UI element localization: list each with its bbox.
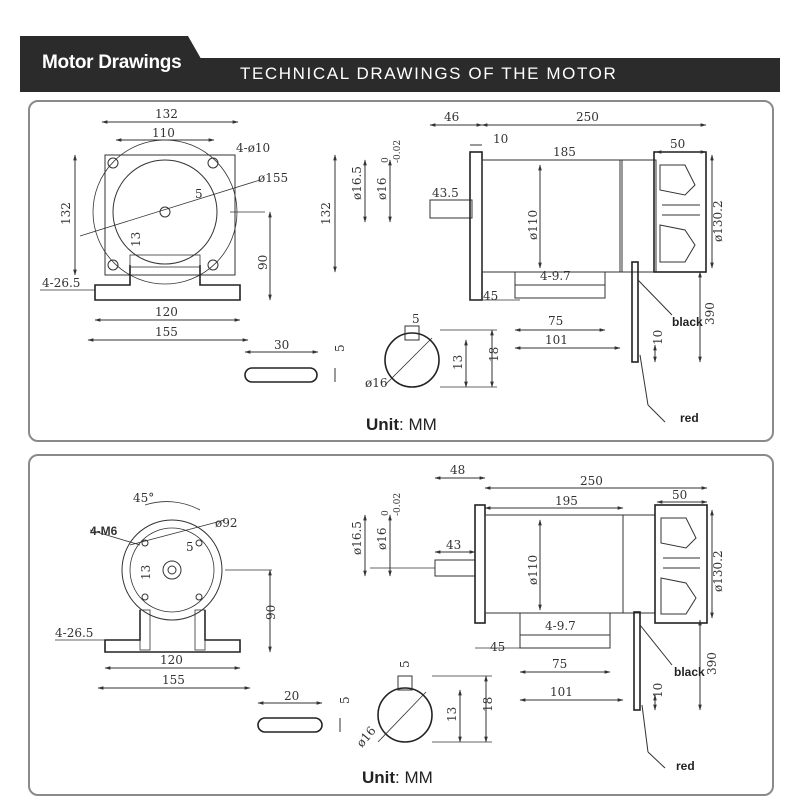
dim-label: 5: [338, 696, 352, 704]
dim-label: ø16: [354, 724, 379, 750]
drawing-1-shaft-section: 5 13 18 ø16: [365, 312, 501, 390]
dim-label: 5: [398, 660, 412, 668]
dim-label: 101: [545, 333, 568, 347]
dim-label: 50: [672, 488, 687, 502]
unit-label-2: Unit: MM: [362, 768, 433, 787]
dim-label: ø110: [526, 555, 540, 585]
dim-label: 5: [412, 312, 420, 326]
dim-label: 5: [195, 187, 203, 201]
dim-label: 4-ø10: [236, 141, 270, 155]
dim-label: 45: [490, 640, 505, 654]
drawing-1-front-view: 132 110 4-ø10 ø155 5 13 132 90 4-26.5 12…: [40, 107, 288, 342]
dim-label: 48: [450, 463, 465, 477]
dim-label: 195: [555, 494, 578, 508]
dim-label: 13: [139, 565, 153, 580]
dim-label: 155: [162, 673, 185, 687]
page-title: Motor Drawings: [42, 52, 182, 73]
drawing-2-side-view: 48 250 195 50 ø16.5 ø16 0 -0.02 43 ø110 …: [350, 463, 725, 773]
dim-label: 13: [129, 232, 143, 247]
dim-label: -0.02: [393, 140, 403, 163]
dim-label: 46: [444, 110, 459, 124]
drawing-2-shaft-section: 5 13 18 ø16: [354, 660, 495, 750]
wire-red-label: red: [680, 411, 699, 425]
dim-label: 132: [155, 107, 178, 121]
dim-label: ø16: [375, 528, 389, 551]
drawing-1-key: 30 5: [244, 338, 347, 383]
dim-label: 110: [152, 126, 175, 140]
dim-label: 132: [59, 202, 73, 225]
page-subtitle: TECHNICAL DRAWINGS OF THE MOTOR: [240, 64, 618, 83]
dim-label: 4-26.5: [42, 276, 80, 290]
dim-label: 0: [381, 510, 391, 516]
dim-label: ø16: [365, 376, 388, 390]
dim-label: 120: [160, 653, 183, 667]
dim-label: 5: [333, 344, 347, 352]
dim-label: ø155: [258, 171, 288, 185]
dim-label: 10: [493, 132, 508, 146]
dim-label: ø16.5: [350, 521, 364, 555]
dim-label: 75: [548, 314, 563, 328]
dim-label: 4-26.5: [55, 626, 93, 640]
dim-label: 45: [483, 289, 498, 303]
dim-label: ø16: [375, 178, 389, 201]
dim-label: 30: [274, 338, 289, 352]
dim-label: ø16.5: [350, 166, 364, 200]
unit-value-text: : MM: [395, 768, 433, 787]
dim-label: 0: [381, 157, 391, 163]
dim-label: 250: [576, 110, 599, 124]
dim-label: 5: [186, 540, 194, 554]
dim-label: ø110: [526, 210, 540, 240]
dim-label: 45°: [133, 491, 154, 505]
dim-label: ø130.2: [711, 200, 725, 242]
dim-label: 90: [256, 255, 270, 270]
dim-label: 90: [264, 605, 278, 620]
wire-black-label: black: [674, 665, 705, 679]
dim-label: 20: [284, 689, 299, 703]
dim-label: 18: [481, 697, 495, 712]
drawing-panel-2: [28, 454, 774, 796]
unit-value-text: : MM: [399, 415, 437, 434]
dim-label: 43: [446, 538, 461, 552]
dim-label: 4-M6: [90, 524, 118, 538]
dim-label: ø92: [215, 516, 238, 530]
dim-label: 4-9.7: [540, 269, 571, 283]
dim-label: 13: [445, 707, 459, 722]
dim-label: 101: [550, 685, 573, 699]
drawing-2-key: 20 5: [257, 689, 352, 733]
dim-label: 75: [552, 657, 567, 671]
dim-label: 50: [670, 137, 685, 151]
dim-label: 390: [703, 302, 717, 325]
dim-label: 132: [319, 202, 333, 225]
dim-label: 155: [155, 325, 178, 339]
dim-label: 120: [155, 305, 178, 319]
unit-label-text: Unit: [366, 415, 399, 434]
drawing-1-side-view: 46 250 10 185 50 ø16.5 ø16 0 -0.02 43.5 …: [319, 110, 725, 425]
dim-label: -0.02: [393, 493, 403, 516]
unit-label-1: Unit: MM: [366, 415, 437, 434]
dim-label: 43.5: [432, 186, 459, 200]
dim-label: 390: [705, 652, 719, 675]
unit-label-text: Unit: [362, 768, 395, 787]
header-tab: [20, 36, 220, 92]
dim-label: 250: [580, 474, 603, 488]
dim-label: 185: [553, 145, 576, 159]
dim-label: 13: [451, 355, 465, 370]
dim-label: 10: [651, 330, 665, 345]
wire-red-label: red: [676, 759, 695, 773]
wire-black-label: black: [672, 315, 703, 329]
dim-label: ø130.2: [711, 550, 725, 592]
dim-label: 18: [487, 347, 501, 362]
drawing-2-front-view: 45° 4-M6 ø92 5 13 90 4-26.5 120 155: [55, 491, 278, 690]
dim-label: 10: [651, 683, 665, 698]
dim-label: 4-9.7: [545, 619, 576, 633]
